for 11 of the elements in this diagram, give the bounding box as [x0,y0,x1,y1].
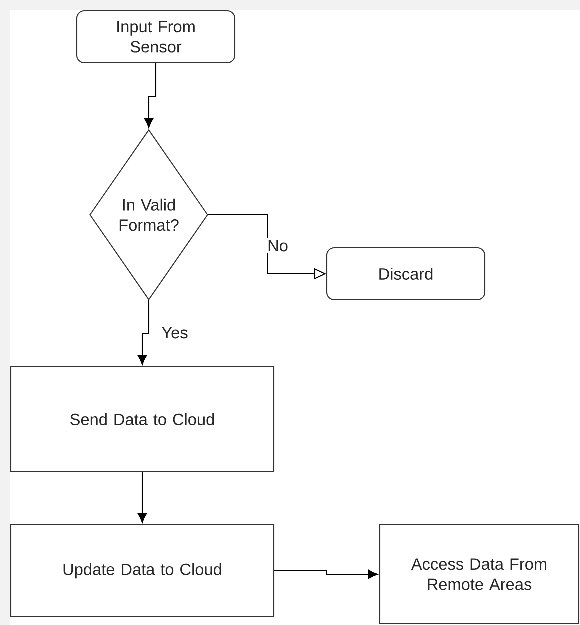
edge-label: No [266,238,290,254]
start-box: Input From Sensor [76,10,236,64]
process-box: Access Data From Remote Areas [379,524,580,625]
process-box: Send Data to Cloud [10,366,275,473]
arrow [138,472,148,524]
edge-label: Yes [160,326,190,340]
end-box: Discard [326,247,486,301]
arrow [274,570,378,580]
arrow [144,64,157,128]
arrow [138,300,150,366]
process-box: Update Data to Cloud [10,524,275,618]
